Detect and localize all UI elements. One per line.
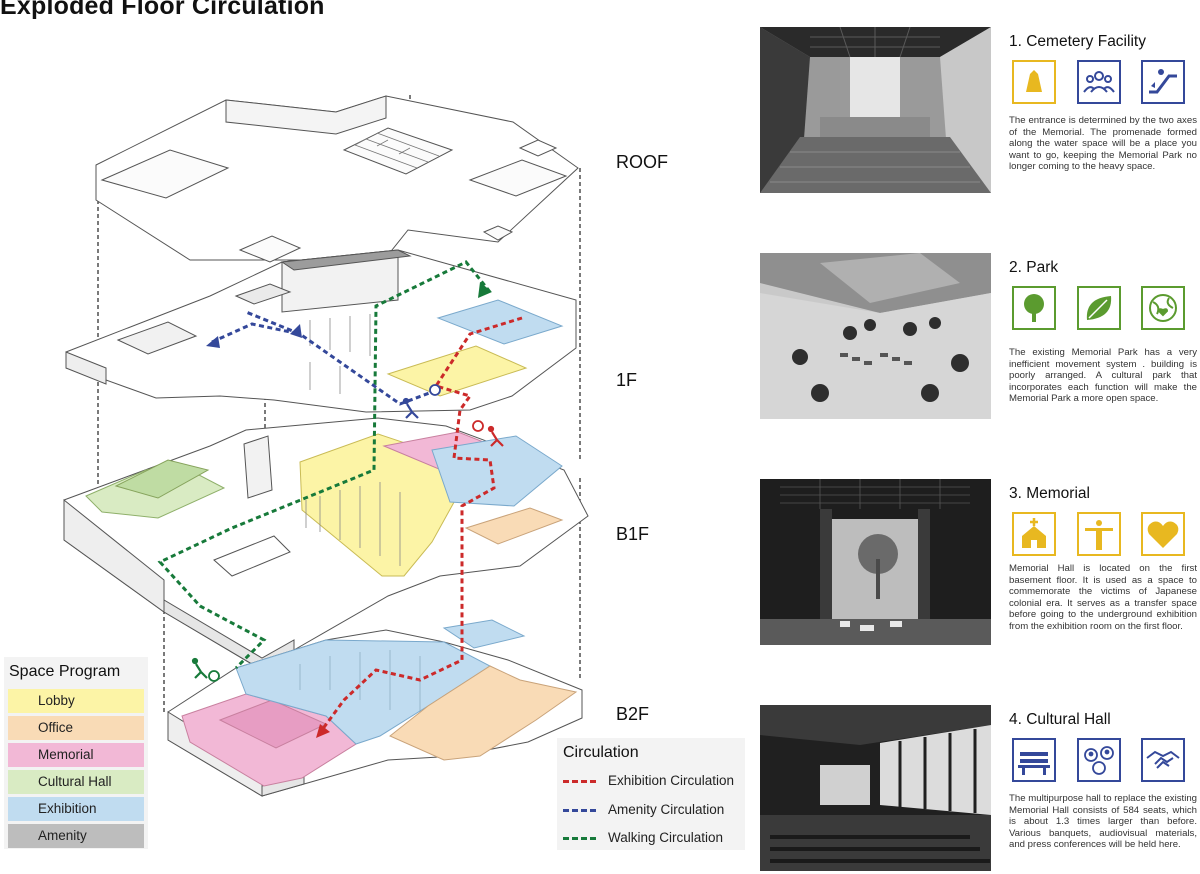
legend-item-walking-circulation: Walking Circulation: [563, 829, 743, 847]
dash-walking-circulation: [563, 837, 596, 840]
legend-label-lobby: Lobby: [38, 693, 75, 708]
park-photo: [760, 253, 991, 419]
circulation-title: Circulation: [563, 744, 639, 761]
cultural-hall-photo: [760, 705, 991, 871]
dash-amenity-circulation: [563, 809, 596, 812]
legend-label-cultural-hall: Cultural Hall: [38, 774, 112, 789]
cemetery-facility-photo: [760, 27, 991, 193]
floor-label-b2f: B2F: [616, 704, 649, 724]
legend-item-memorial: Memorial: [8, 743, 144, 767]
amenity-arrow-left: [206, 336, 220, 348]
legend-swatch-exhibition: [8, 797, 144, 821]
panel-description-memorial: Memorial Hall is located on the first ba…: [1009, 563, 1197, 632]
floor-b2f: [167, 619, 583, 797]
exhibition-circulation-path: [320, 316, 523, 731]
bench-icon: [1012, 738, 1056, 782]
floor-label-1f: 1F: [616, 370, 637, 390]
legend-label-walking-circulation: Walking Circulation: [608, 830, 724, 845]
globe-heart-icon: [1141, 286, 1185, 330]
panel-title-cemetery-facility: 1. Cemetery Facility: [1009, 33, 1146, 50]
legend-swatch-office: [8, 716, 144, 740]
panel-description-park: The existing Memorial Park has a very in…: [1009, 347, 1197, 405]
amenity-arrow-right: [290, 324, 302, 338]
legend-swatch-amenity: [8, 824, 144, 848]
space-program-legend: Space Program Lobby Office Memorial Cult…: [4, 657, 148, 849]
person-markers: [191, 384, 504, 682]
floor-b1f: [63, 417, 589, 671]
panel-title-park: 2. Park: [1009, 259, 1059, 276]
walking-circulation-path: [157, 260, 492, 670]
legend-item-cultural-hall: Cultural Hall: [8, 770, 144, 794]
circulation-legend: Circulation Exhibition Circulation Ameni…: [557, 738, 745, 850]
walking-arrow: [478, 282, 492, 298]
legend-label-office: Office: [38, 720, 74, 735]
chat-people-icon: [1077, 738, 1121, 782]
leaf-icon: [1077, 286, 1121, 330]
floor-label-b1f: B1F: [616, 524, 649, 544]
handshake-icon: [1141, 738, 1185, 782]
legend-item-amenity: Amenity: [8, 824, 144, 848]
legend-item-office: Office: [8, 716, 144, 740]
legend-label-amenity-circulation: Amenity Circulation: [608, 802, 725, 817]
roof-level: [95, 95, 579, 263]
legend-label-exhibition: Exhibition: [38, 801, 97, 816]
escalator-icon: [1141, 60, 1185, 104]
tree-icon: [1012, 286, 1056, 330]
panel-title-cultural-hall: 4. Cultural Hall: [1009, 711, 1111, 728]
legend-item-amenity-circulation: Amenity Circulation: [563, 801, 743, 819]
legend-label-exhibition-circulation: Exhibition Circulation: [608, 773, 735, 788]
legend-swatch-cultural-hall: [8, 770, 144, 794]
space-program-title: Space Program: [9, 663, 121, 680]
panel-description-cultural-hall: The multipurpose hall to replace the exi…: [1009, 793, 1197, 851]
panel-description-cemetery-facility: The entrance is determined by the two ax…: [1009, 115, 1197, 173]
exploded-axonometric-diagram: ROOF 1F B1F B2F: [63, 95, 668, 797]
exhibition-arrow: [316, 724, 330, 738]
page-title: Exploded Floor Circulation: [0, 0, 325, 20]
memorial-photo: [760, 479, 991, 645]
statue-icon: [1077, 512, 1121, 556]
legend-item-exhibition-circulation: Exhibition Circulation: [563, 772, 743, 790]
floor-1f: [65, 249, 577, 413]
panel-title-memorial: 3. Memorial: [1009, 485, 1090, 502]
legend-label-amenity: Amenity: [38, 828, 87, 843]
floor-label-roof: ROOF: [616, 152, 668, 172]
heart-icon: [1141, 512, 1185, 556]
praying-hands-icon: [1012, 60, 1056, 104]
dash-exhibition-circulation: [563, 780, 596, 783]
group-people-icon: [1077, 60, 1121, 104]
legend-label-memorial: Memorial: [38, 747, 94, 762]
legend-swatch-lobby: [8, 689, 144, 713]
legend-item-exhibition: Exhibition: [8, 797, 144, 821]
amenity-circulation-path: [211, 310, 433, 406]
legend-item-lobby: Lobby: [8, 689, 144, 713]
church-icon: [1012, 512, 1056, 556]
legend-swatch-memorial: [8, 743, 144, 767]
